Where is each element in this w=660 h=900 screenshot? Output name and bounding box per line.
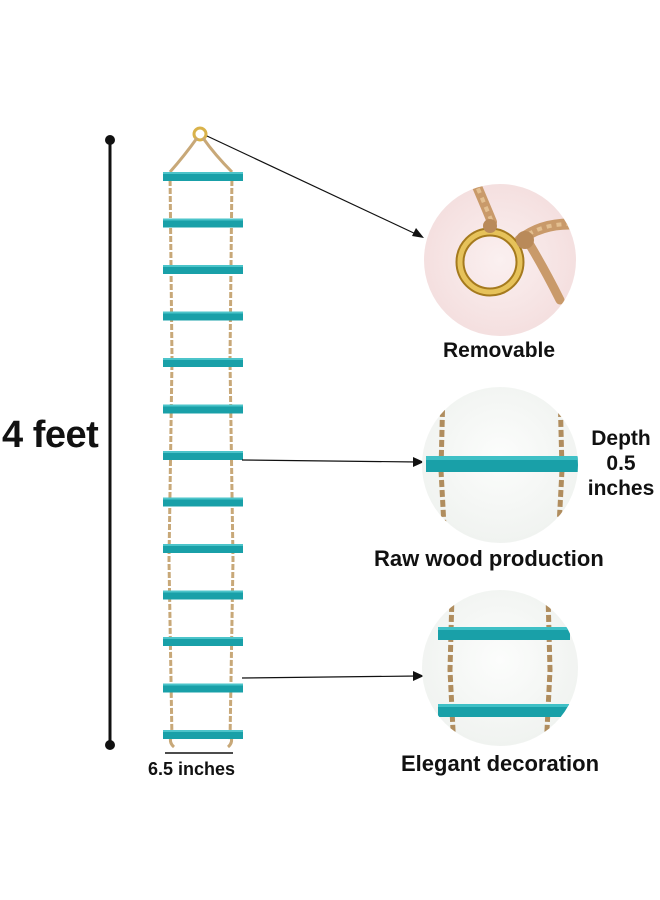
ladder-rung-highlight [163, 172, 243, 174]
ladder-rung-highlight [163, 497, 243, 500]
ring-detail-circle [424, 184, 576, 336]
ladder-rung-highlight [163, 590, 243, 593]
ladder-rung [163, 730, 243, 739]
ladder-rung [163, 358, 243, 367]
ladder-rung [163, 544, 243, 553]
ladder-rung [163, 218, 243, 228]
depth-label: Depth 0.5 inches [582, 426, 660, 501]
ladder-rung [163, 497, 243, 507]
ladder-rung [163, 590, 243, 600]
ladder-rung [163, 451, 243, 460]
depth-label-line: inches [587, 477, 655, 500]
ladder-rung-highlight [163, 637, 243, 639]
ladder-rung [163, 404, 243, 414]
removable-caption: Removable [443, 339, 556, 362]
ladder-rung-highlight [163, 730, 243, 732]
ladder-rungs [163, 172, 243, 739]
height-dimension-line [105, 135, 115, 750]
rung-detail-circle [422, 387, 578, 543]
width-label: 6.5 inches [148, 759, 236, 779]
hanging-ring [192, 126, 208, 142]
callout-pointers [206, 135, 424, 681]
ladder-rung-highlight [163, 358, 243, 360]
rope-ladder [163, 126, 243, 749]
ladder-rung [163, 637, 243, 646]
ladder-rung [163, 311, 243, 321]
depth-label-line: Depth [591, 427, 651, 450]
ladder-rung-highlight [163, 265, 243, 267]
raw-wood-caption: Raw wood production [374, 546, 604, 571]
height-label: 4 feet [2, 414, 99, 456]
decoration-detail-circle [422, 590, 578, 746]
ladder-rung-highlight [163, 404, 243, 407]
ladder-rung-highlight [163, 218, 243, 221]
ladder-rung-highlight [163, 544, 243, 546]
depth-label-line: 0.5 [606, 452, 636, 475]
ladder-rung [163, 172, 243, 181]
ladder-rung [163, 265, 243, 274]
ladder-rung-highlight [163, 451, 243, 453]
ladder-rung-highlight [163, 311, 243, 314]
elegant-decoration-caption: Elegant decoration [401, 751, 600, 776]
ladder-ropes [167, 137, 235, 749]
ladder-rung-highlight [163, 683, 243, 686]
ladder-rung [163, 683, 243, 693]
